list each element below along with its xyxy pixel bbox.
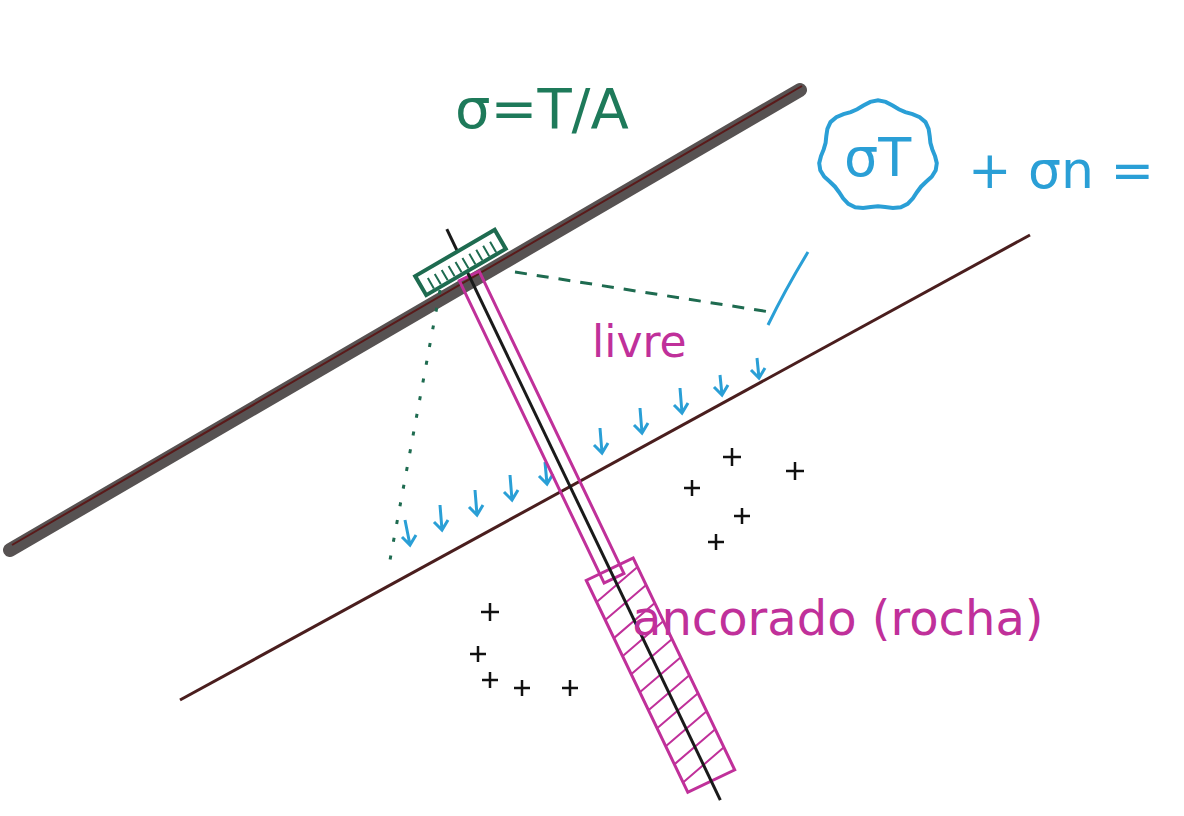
free-length-label: livre [592, 318, 687, 366]
stress-sum: + σn = [968, 142, 1154, 199]
rock-symbols [470, 448, 804, 696]
term-text: σT [844, 128, 911, 187]
anchored-length-label: ancorado (rocha) [632, 592, 1044, 645]
circled-term: σT [818, 100, 938, 212]
leader-line [768, 252, 808, 325]
anchor [423, 218, 743, 811]
anchor-plate [415, 230, 506, 295]
slope-surface [10, 90, 800, 550]
influence-line [515, 272, 770, 312]
influence-line [390, 290, 440, 560]
stress-formula: σ=T/A [455, 78, 629, 140]
slope-edge [12, 86, 802, 545]
